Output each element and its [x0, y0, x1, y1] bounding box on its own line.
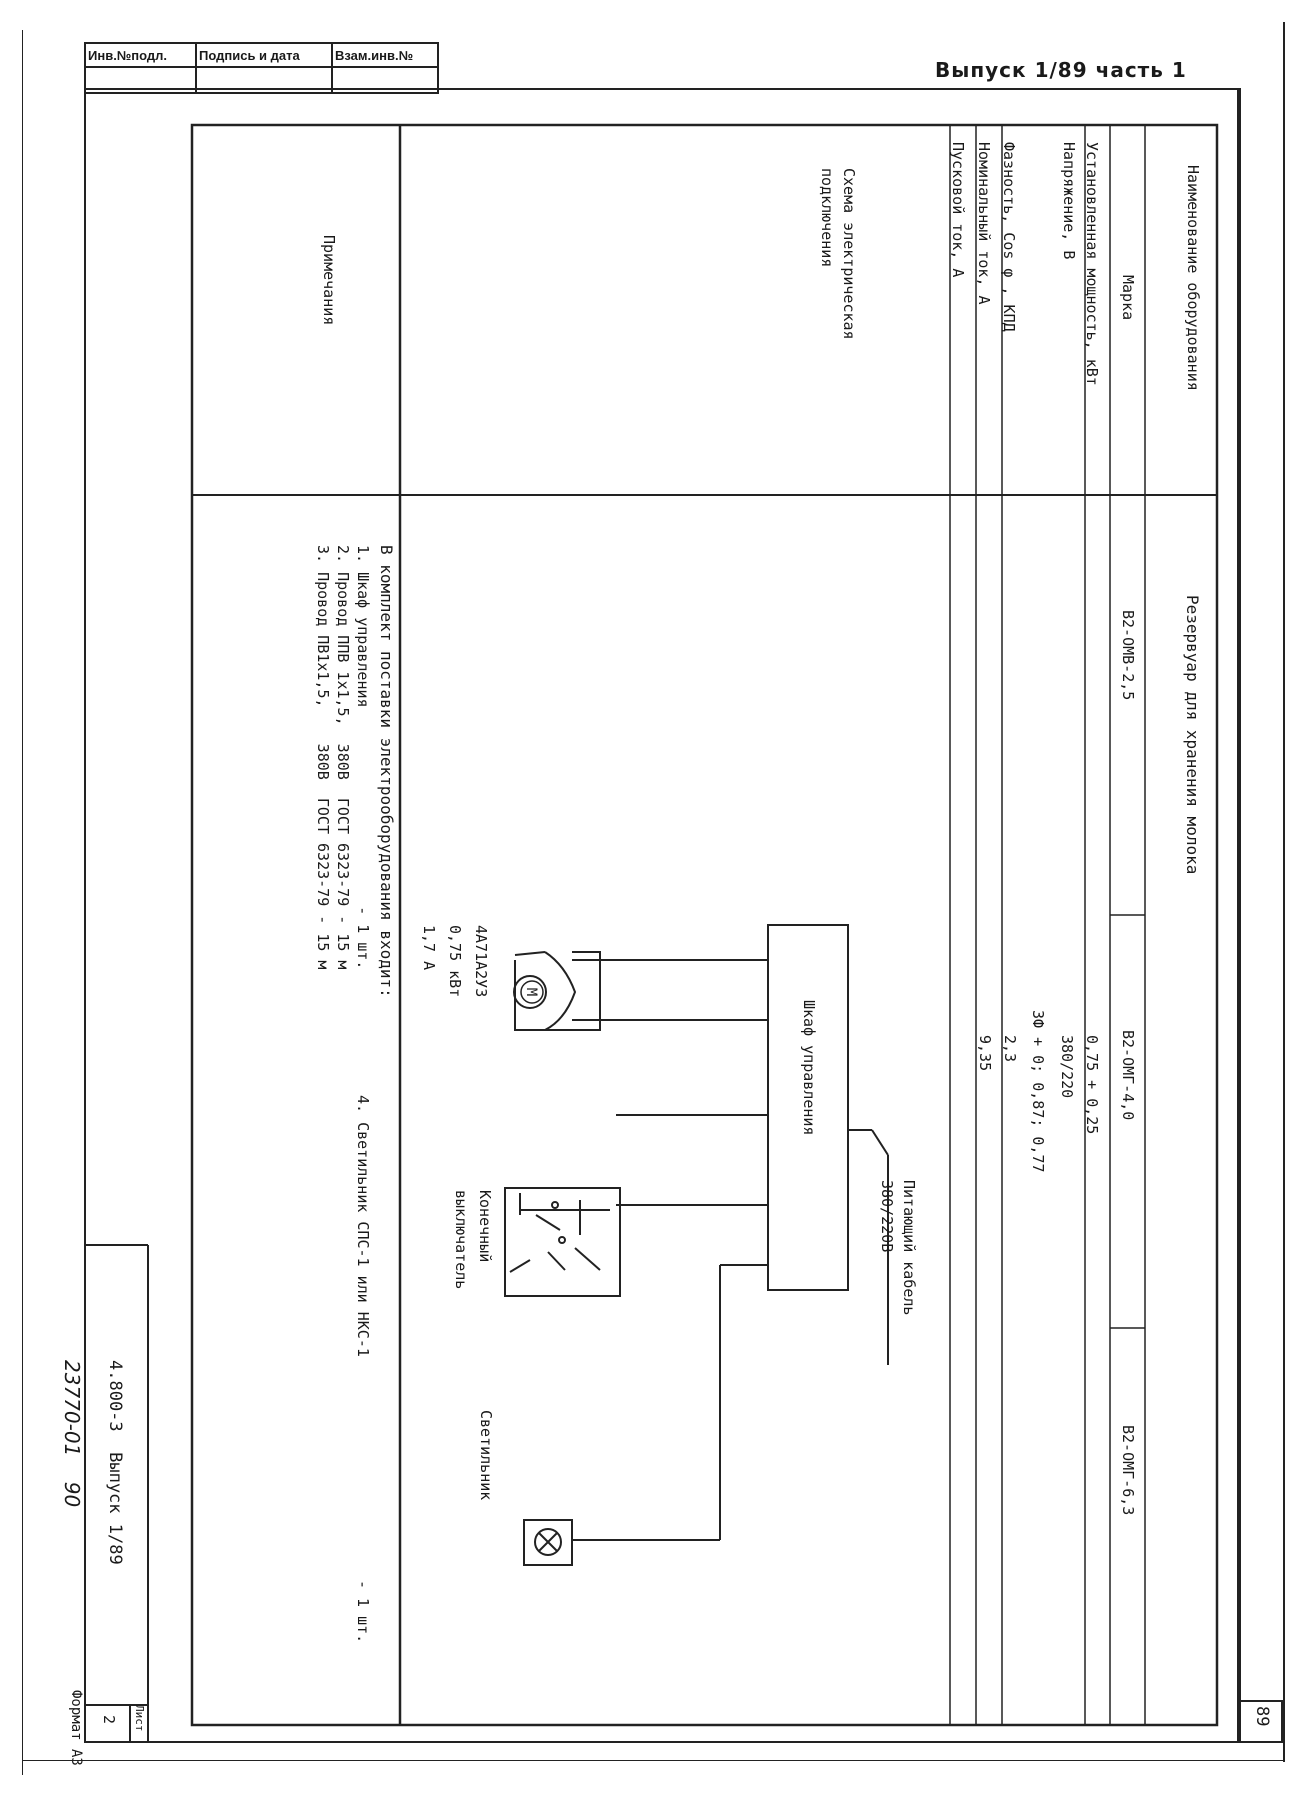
stamp-podpis-data: Подпись и дата	[195, 42, 333, 68]
control-cabinet-box	[767, 924, 849, 1291]
format-label: Формат А3	[68, 1690, 84, 1766]
doc-code: 4.800-3 Выпуск 1/89	[105, 1360, 125, 1565]
page-border-bottom	[22, 1760, 1284, 1761]
page-border-right	[1283, 22, 1285, 1762]
limit-switch-box	[504, 1187, 621, 1297]
sheet-label: Лист	[133, 1705, 146, 1732]
motor-shape	[514, 951, 601, 1031]
stamp-vzam-inv: Взам.инв.№	[331, 42, 439, 68]
issue-header: Выпуск 1/89 часть 1	[935, 58, 1187, 82]
frame-right-strip	[1239, 88, 1241, 1700]
drawing-frame	[84, 88, 1239, 1743]
sheet-number: 2	[100, 1715, 118, 1725]
archive-number: 23770-01 90	[60, 1360, 84, 1508]
motor-symbol: M	[523, 988, 539, 996]
frame-corner-box	[1239, 1700, 1283, 1743]
page-border-left	[22, 30, 23, 1775]
approval-stamp: Инв.№подл. Подпись и дата Взам.инв.№	[84, 42, 439, 94]
stamp-inv-podl: Инв.№подл.	[84, 42, 197, 68]
lamp-box	[523, 1519, 573, 1566]
